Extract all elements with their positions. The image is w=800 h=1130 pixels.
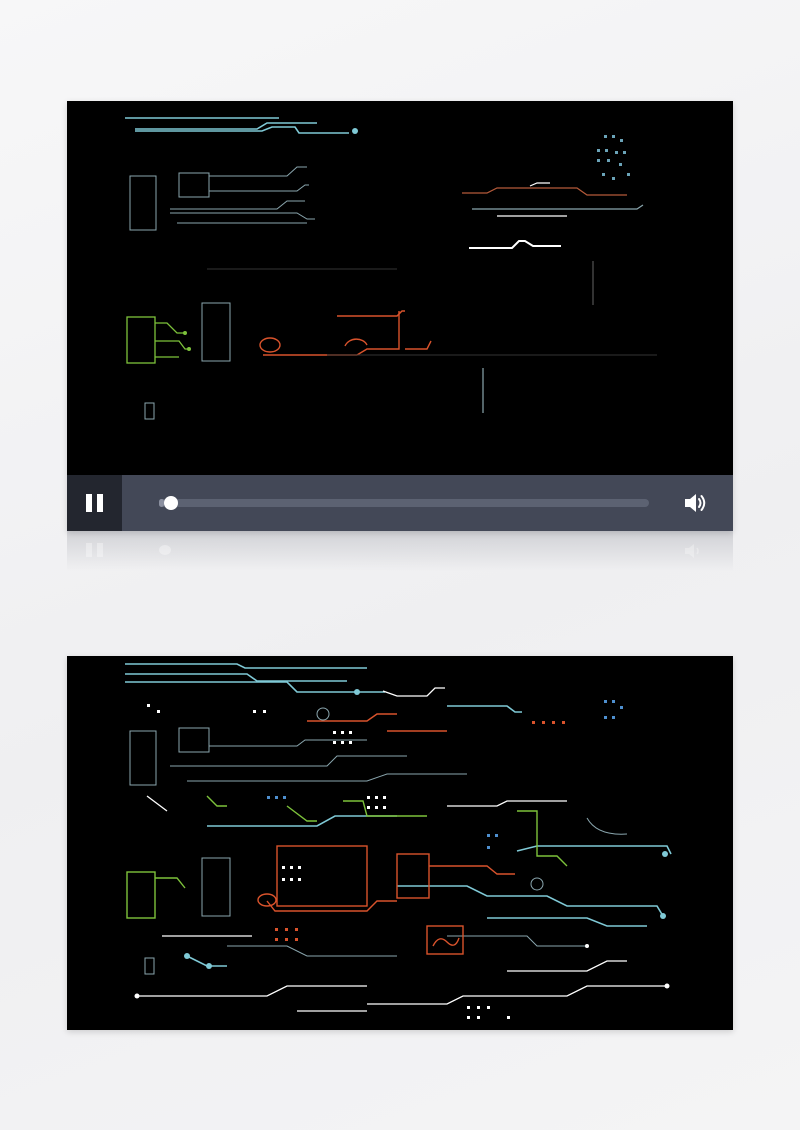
progress-knob[interactable] [163,496,178,510]
progress-bar[interactable] [159,496,649,510]
reflection-knob [159,545,171,555]
thumb-traces-white [137,687,667,1012]
dot-grid-blue [597,135,630,180]
thumb-nodes [184,689,668,969]
speaker-volume-icon[interactable] [681,489,709,517]
reflection-pause-icon [86,543,103,557]
circuit-traces-cyan [125,117,349,134]
thumb-dots-white [147,704,510,1019]
pause-icon [86,494,103,512]
circuit-traces-orange [259,310,432,356]
thumb-traces-gray [129,727,587,975]
thumb-traces-cyan [125,663,672,967]
thumb-traces-green [126,795,568,919]
video-thumbnail[interactable] [67,656,733,1030]
pause-button[interactable] [67,475,122,531]
trace-node [352,128,358,134]
video-frame[interactable] [67,101,733,475]
control-bar [67,475,733,531]
thumb-dots-red [275,721,565,941]
thumb-dots-blue [267,700,623,849]
thumb-traces-orange [257,713,515,955]
circuit-traces-right [462,182,644,413]
thumbnail-circuit-image [67,656,733,1030]
progress-fill [159,499,164,507]
player-reflection [67,531,733,571]
reflection-speaker-icon [685,544,699,558]
circuit-traces-gray [129,166,315,231]
video-player[interactable] [67,101,733,531]
